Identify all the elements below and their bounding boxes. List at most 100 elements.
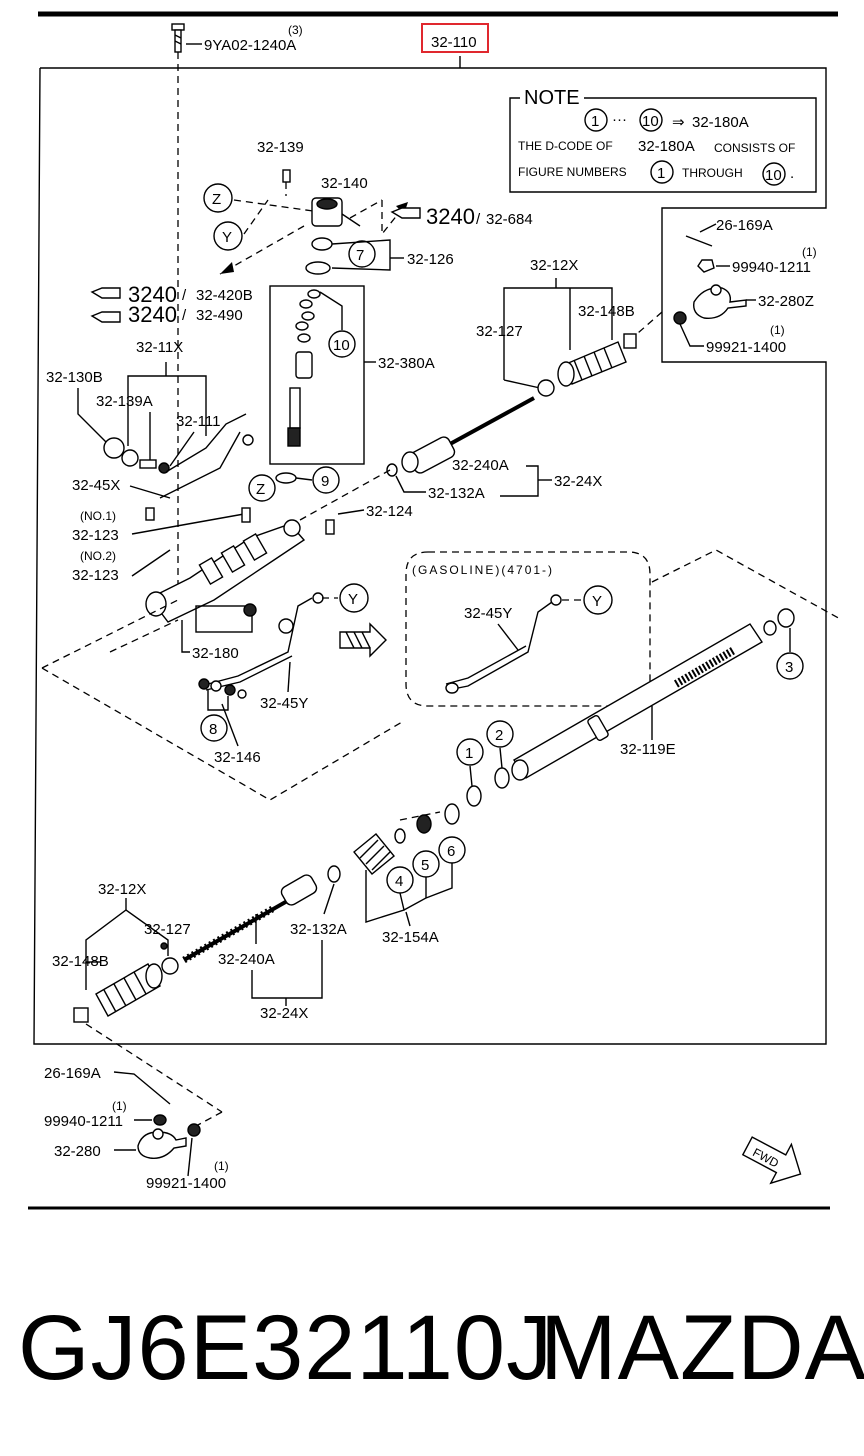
part-label: 99940-1211 xyxy=(732,259,811,276)
part-label: . xyxy=(790,165,794,182)
part-label: 3240 xyxy=(128,302,177,327)
part-label: 32-127 xyxy=(476,323,523,340)
part-label: 26-169A xyxy=(716,217,773,234)
part-label: 32-45X xyxy=(72,477,120,494)
part-label: 32-124 xyxy=(366,503,413,520)
part-label: 1 xyxy=(657,165,665,182)
part-label: 32-132A xyxy=(290,921,347,938)
part-label: (NO.1) xyxy=(80,509,116,523)
part-label: 32-139A xyxy=(96,393,153,410)
part-label: 32-280 xyxy=(54,1143,101,1160)
kit-32-380A-box xyxy=(269,285,365,465)
part-label: 7 xyxy=(356,247,364,264)
header-code-highlight xyxy=(421,23,489,53)
part-label: 32-127 xyxy=(144,921,191,938)
seal-kit-icon xyxy=(353,803,460,875)
band-icon xyxy=(537,379,555,397)
part-label: / xyxy=(476,211,481,228)
part-label: Z xyxy=(212,191,221,208)
part-label: 32-146 xyxy=(214,749,261,766)
part-label: 4 xyxy=(395,873,403,890)
seal-stack-icon xyxy=(287,289,321,447)
callout-10-circle xyxy=(328,330,356,358)
part-label: 32-45Y xyxy=(464,605,512,622)
part-label: / xyxy=(182,307,187,324)
clip-icon xyxy=(623,333,637,349)
part-label: 3 xyxy=(785,659,793,676)
part-label: (1) xyxy=(112,1099,127,1113)
part-label: 32-380A xyxy=(378,355,435,372)
nut-icon xyxy=(697,259,715,273)
part-label: 9 xyxy=(321,473,329,490)
pipe-32-45Y xyxy=(207,597,313,685)
part-label: 32-148B xyxy=(52,953,109,970)
part-label: 32-280Z xyxy=(758,293,814,310)
callout-9-circle xyxy=(312,466,340,494)
part-label: 32-123 xyxy=(72,567,119,584)
part-label: 5 xyxy=(421,857,429,874)
hand-pointer-icon-2 xyxy=(90,287,121,299)
part-label: 99921-1400 xyxy=(146,1175,226,1192)
boot-icon-top xyxy=(557,341,627,387)
callout-8-circle xyxy=(200,714,228,742)
hand-pointer-icon-3 xyxy=(90,311,121,323)
tie-rod-icon-bottom xyxy=(182,874,318,964)
part-label: 6 xyxy=(447,843,455,860)
part-label: 32-24X xyxy=(260,1005,308,1022)
part-label: 32-24X xyxy=(554,473,602,490)
part-label: 32-140 xyxy=(321,175,368,192)
part-label: (GASOLINE)(4701-) xyxy=(412,563,554,577)
part-label: 32-490 xyxy=(196,307,243,324)
part-label: 3240 xyxy=(426,204,475,229)
part-label: ⇒ xyxy=(672,114,685,131)
callout-7-circle xyxy=(348,240,376,268)
part-label: 32-684 xyxy=(486,211,533,228)
part-label: 99940-1211 xyxy=(44,1113,123,1130)
callout-z-circle xyxy=(203,183,233,213)
part-label: CONSISTS OF xyxy=(714,141,795,155)
header-code: 32-110 xyxy=(431,34,477,51)
part-label: 8 xyxy=(209,721,217,738)
callout-3-circle xyxy=(776,652,804,680)
bolt-icon xyxy=(171,23,185,53)
part-label: 32-11X xyxy=(136,339,183,356)
part-label: 32-180A xyxy=(692,114,749,131)
part-label: 32-148B xyxy=(578,303,635,320)
part-label: 32-240A xyxy=(452,457,509,474)
part-label: 32-45Y xyxy=(260,695,308,712)
brand-name: MAZDA xyxy=(540,1297,864,1399)
part-number: GJ6E32110J xyxy=(18,1297,554,1399)
part-label: 32-180A xyxy=(638,138,695,155)
part-label: 32-111 xyxy=(176,413,220,430)
part-label: 32-12X xyxy=(530,257,578,274)
part-label: 26-169A xyxy=(44,1065,101,1082)
part-label: 32-132A xyxy=(428,485,485,502)
bolt-qty: (3) xyxy=(288,23,303,37)
part-label: 32-420B xyxy=(196,287,253,304)
part-label: 10 xyxy=(333,337,350,354)
part-label: 99921-1400 xyxy=(706,339,786,356)
tie-rod-end-icon-bottom xyxy=(137,1128,187,1159)
caption: GJ6E32110J MAZDA xyxy=(0,1288,864,1408)
part-label: FIGURE NUMBERS xyxy=(518,165,627,179)
part-label: (NO.2) xyxy=(80,549,116,563)
part-label: 32-180 xyxy=(192,645,239,662)
rack-bar-icon xyxy=(511,623,763,781)
callout-z-circle-2 xyxy=(248,474,276,502)
bolt-code: 9YA02-1240A xyxy=(204,37,296,54)
callout-2-circle xyxy=(486,720,514,748)
note-box: NOTE 1 ··· 10 ⇒ 32-180A THE D-CODE OF 32… xyxy=(509,87,817,193)
fwd-arrow-icon: FWD xyxy=(741,1136,802,1185)
tie-rod-end-icon xyxy=(693,284,747,319)
part-label: 32-126 xyxy=(407,251,454,268)
part-label: / xyxy=(182,287,187,304)
part-label: (1) xyxy=(802,245,817,259)
part-label: 32-119E xyxy=(620,741,676,758)
boot-icon-bottom xyxy=(95,963,163,1017)
callout-y-circle xyxy=(213,221,243,251)
gear-housing-icon xyxy=(145,519,306,623)
assembly-outline xyxy=(33,67,827,1045)
part-label: 32-154A xyxy=(382,929,439,946)
part-label: 32-139 xyxy=(257,139,304,156)
screw-icon xyxy=(282,169,291,183)
